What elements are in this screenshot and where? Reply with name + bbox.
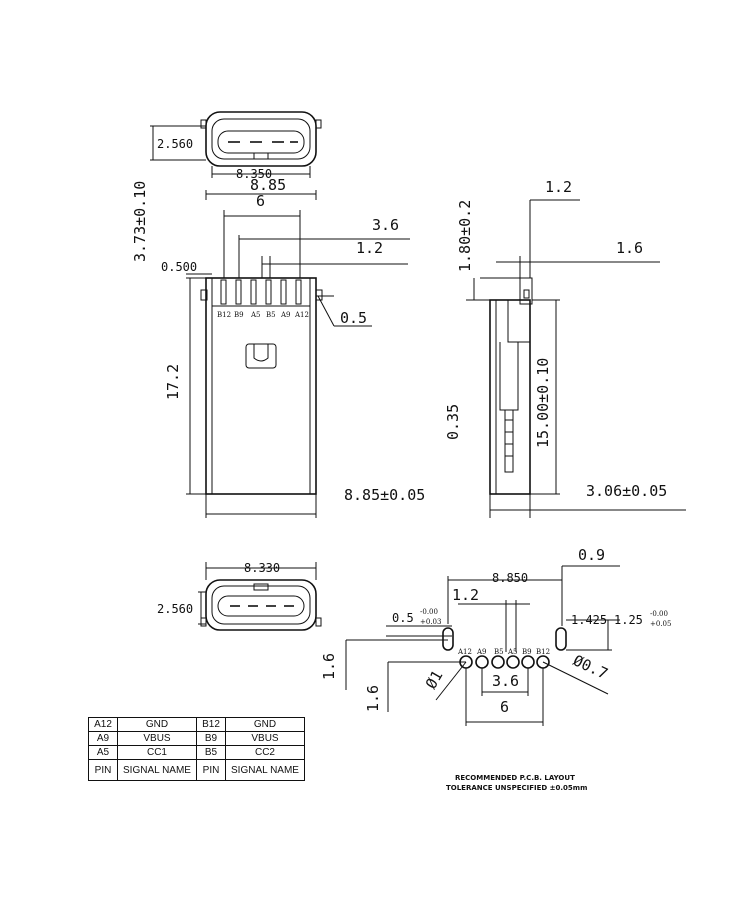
table-cell: SIGNAL NAME xyxy=(117,759,197,781)
pcb-inner-span-label: 3.6 xyxy=(492,672,519,690)
table-cell: A5 xyxy=(88,745,118,760)
side-height-label: 15.00±0.10 xyxy=(534,358,552,448)
pcb-note-line2: TOLERANCE UNSPECIFIED ±0.05mm xyxy=(446,784,587,792)
pcb-outer-span-label: 6 xyxy=(500,698,509,716)
front-span-label: 6 xyxy=(256,192,265,210)
front-pins xyxy=(220,279,302,305)
pcb-pin-b9: B9 xyxy=(522,648,532,656)
bottom-view-shell xyxy=(205,579,317,631)
side-view-body xyxy=(489,299,531,495)
pcb-slot-left xyxy=(442,627,454,651)
front-width-tol-label: 8.85±0.05 xyxy=(344,486,425,504)
front-pin-b5: B5 xyxy=(266,311,276,319)
front-pin-a12: A12 xyxy=(294,311,309,319)
pcb-slot-len-label: 1.25 xyxy=(614,613,643,627)
table-cell: CC1 xyxy=(117,745,197,760)
table-header-row: PIN SIGNAL NAME PIN SIGNAL NAME xyxy=(88,759,305,781)
front-pitch-label: 1.2 xyxy=(356,239,383,257)
pcb-holes xyxy=(459,655,550,669)
front-length-label: 17.2 xyxy=(164,364,182,400)
table-cell: B12 xyxy=(196,717,226,732)
table-cell: GND xyxy=(225,717,305,732)
pcb-slot-w-tol-bot: +0.03 xyxy=(420,618,441,626)
front-view-body xyxy=(205,277,317,495)
front-pin-a5: A5 xyxy=(250,311,261,319)
pcb-row-off-b-label: 1.6 xyxy=(364,685,382,712)
front-inner-span-label: 3.6 xyxy=(372,216,399,234)
table-cell: B5 xyxy=(196,745,226,760)
front-pin-a9: A9 xyxy=(280,311,291,319)
front-thickness-label: 3.73±0.10 xyxy=(131,181,149,262)
bottom-width-label: 8.330 xyxy=(244,561,280,575)
pcb-overall-label: 8.850 xyxy=(492,571,528,585)
pcb-slot-len-tol-bot: +0.05 xyxy=(650,620,671,628)
side-pin-thickness-label: 0.35 xyxy=(444,404,462,440)
table-row: A9 VBUS B9 VBUS xyxy=(88,731,305,746)
side-offset-label: 1.6 xyxy=(616,239,643,257)
pcb-slot-right xyxy=(555,627,567,651)
pcb-pin-b12: B12 xyxy=(536,648,550,656)
table-row: A12 GND B12 GND xyxy=(88,717,305,732)
pcb-pin-a5: A5 xyxy=(507,648,518,656)
table-row: A5 CC1 B5 CC2 xyxy=(88,745,305,760)
table-cell: GND xyxy=(117,717,197,732)
side-tab-width-label: 1.2 xyxy=(545,178,572,196)
top-width-label: 8.350 xyxy=(236,167,272,181)
pin-signal-table: A12 GND B12 GND A9 VBUS B9 VBUS A5 CC1 B… xyxy=(88,717,305,781)
table-cell: B9 xyxy=(196,731,226,746)
front-pin-b9: B9 xyxy=(234,311,244,319)
pcb-note-line1: RECOMMENDED P.C.B. LAYOUT xyxy=(455,774,575,782)
side-tab xyxy=(519,277,533,305)
top-height-label: 2.560 xyxy=(157,137,193,151)
pcb-pin-b5: B5 xyxy=(494,648,504,656)
pcb-pitch-label: 1.2 xyxy=(452,586,479,604)
front-view: 8.85 6 3.6 1.2 3.73±0.10 0.500 xyxy=(131,176,425,518)
pcb-row-off-a-label: 1.6 xyxy=(320,653,338,680)
pcb-layout: 8.850 0.9 1.2 0.5 -0.00 +0.03 1.425 1.25… xyxy=(320,546,671,792)
table-cell: PIN xyxy=(196,759,226,781)
top-view-shell xyxy=(205,111,317,167)
front-latch-window xyxy=(245,343,277,369)
side-tab-height-label: 1.80±0.2 xyxy=(456,200,474,272)
bottom-view: 8.330 2.560 xyxy=(157,561,322,631)
side-pin xyxy=(504,409,514,473)
pcb-pin-a9: A9 xyxy=(476,648,487,656)
pcb-slot-pos-label: 1.425 xyxy=(571,613,607,627)
pcb-hole-big-label: Ø1 xyxy=(422,667,447,692)
table-cell: VBUS xyxy=(117,731,197,746)
pcb-slot-w-label: 0.5 xyxy=(392,611,414,625)
front-width-label: 8.85 xyxy=(250,176,286,194)
pcb-slot-len-tol-top: -0.00 xyxy=(650,610,668,618)
table-cell: A12 xyxy=(88,717,118,732)
front-step-label: 0.500 xyxy=(161,260,197,274)
table-cell: CC2 xyxy=(225,745,305,760)
table-cell: A9 xyxy=(88,731,118,746)
pcb-pin-a12: A12 xyxy=(457,648,472,656)
bottom-height-label: 2.560 xyxy=(157,602,193,616)
pcb-slot-w-tol-top: -0.00 xyxy=(420,608,438,616)
table-cell: SIGNAL NAME xyxy=(225,759,305,781)
top-view: 2.560 8.350 xyxy=(150,111,322,181)
front-pin-b12: B12 xyxy=(217,311,231,319)
front-pin-width-label: 0.5 xyxy=(340,309,367,327)
pcb-slot-dia-label: 0.9 xyxy=(578,546,605,564)
side-depth-label: 3.06±0.05 xyxy=(586,482,667,500)
table-cell: VBUS xyxy=(225,731,305,746)
table-cell: PIN xyxy=(88,759,118,781)
side-view: 1.80±0.2 1.2 1.6 0.35 15.00±0.10 xyxy=(444,178,686,518)
